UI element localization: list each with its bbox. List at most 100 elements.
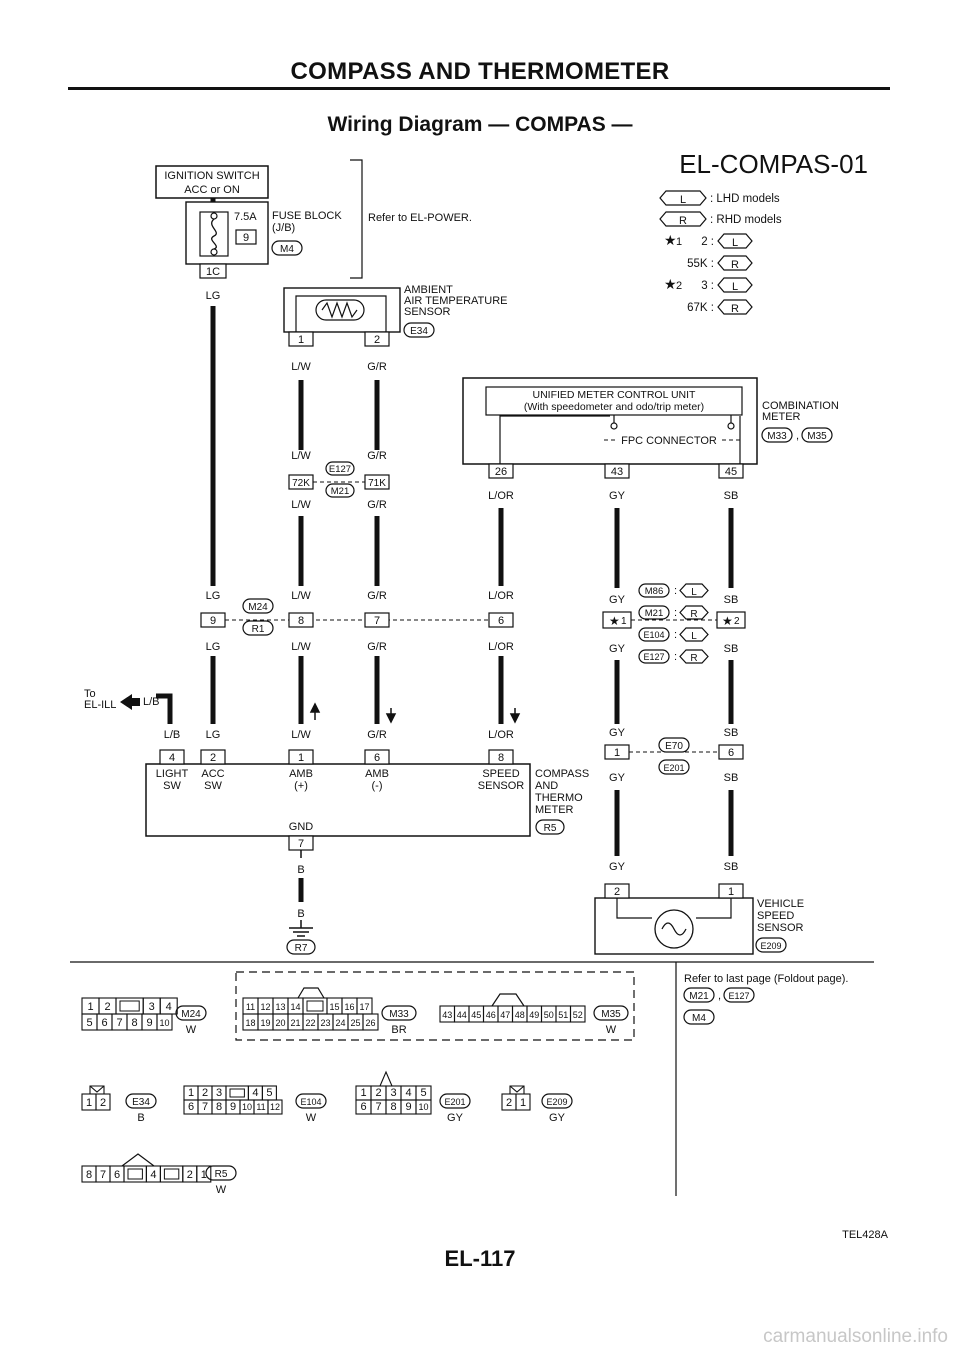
svg-text::: : [674, 585, 677, 597]
r5-lock [127, 1168, 143, 1180]
svg-text:6: 6 [374, 752, 380, 764]
svg-text:L/W: L/W [291, 590, 311, 602]
svg-text:LG: LG [206, 590, 221, 602]
svg-text:R: R [690, 653, 697, 664]
svg-text:R1: R1 [252, 624, 265, 635]
svg-text:Refer to last page (Foldout pa: Refer to last page (Foldout page). [684, 973, 848, 985]
m35-pin [569, 1005, 586, 1023]
svg-text:E127: E127 [643, 652, 664, 662]
svg-text:E201: E201 [663, 763, 684, 773]
svg-text:6: 6 [728, 747, 734, 759]
m24-pin-label: 8 [131, 1017, 137, 1029]
connector-color: W [216, 1184, 227, 1196]
legend-note-2: ★ 2 3 : L 67K : R [664, 276, 753, 315]
svg-text::: : [674, 651, 677, 663]
e201-pin-label: 9 [405, 1101, 411, 1113]
svg-text:GY: GY [609, 727, 626, 739]
svg-text:L: L [691, 631, 697, 642]
joint-connector-e70-e201: 1 6 E70 E201 [604, 737, 744, 775]
r5-pin-label: 8 [86, 1169, 92, 1181]
svg-text:E209: E209 [760, 941, 781, 951]
e34-latch [89, 1085, 105, 1094]
e201-pin-label: 7 [375, 1101, 381, 1113]
e104-pin [267, 1099, 283, 1115]
e201-pin-label: 2 [375, 1087, 381, 1099]
svg-text:E104: E104 [643, 630, 664, 640]
svg-text:AND: AND [535, 780, 558, 792]
e104-lock [229, 1088, 245, 1098]
svg-text:R: R [690, 609, 697, 620]
svg-text:AMB: AMB [289, 768, 313, 780]
svg-text:LIGHT: LIGHT [156, 768, 189, 780]
e201-pin-label: 1 [360, 1087, 366, 1099]
e209-latch [509, 1085, 525, 1094]
m33-pin-label: 17 [359, 1002, 369, 1012]
svg-text:L/W: L/W [291, 450, 311, 462]
connector-label-m35 [593, 1005, 629, 1021]
e104-pin-label: 1 [188, 1087, 194, 1099]
svg-text:SB: SB [724, 643, 739, 655]
svg-text:6: 6 [498, 615, 504, 627]
svg-text:★: ★ [664, 276, 677, 292]
e201-pin-label: 3 [390, 1087, 396, 1099]
svg-text:L/W: L/W [291, 361, 311, 373]
svg-text:L/OR: L/OR [488, 641, 514, 653]
svg-text:2: 2 [734, 616, 740, 627]
m35-pin-label: 46 [486, 1010, 496, 1020]
r5-cavity [159, 1165, 184, 1183]
svg-text:M21: M21 [645, 608, 663, 619]
m24-pin [156, 1013, 173, 1031]
e104-pin-label: 2 [202, 1087, 208, 1099]
svg-text:8: 8 [298, 615, 304, 627]
svg-text:M33: M33 [767, 431, 787, 442]
svg-text:71K: 71K [368, 478, 386, 489]
svg-text:(With speedometer and odo/trip: (With speedometer and odo/trip meter) [524, 401, 704, 413]
e201-latch [379, 1070, 393, 1087]
wires [156, 198, 734, 902]
svg-text:SW: SW [163, 780, 181, 792]
svg-text:G/R: G/R [367, 641, 387, 653]
m24-pin-label: 2 [104, 1001, 110, 1013]
m33-pin-label: 13 [275, 1002, 285, 1012]
svg-text:GY: GY [609, 643, 626, 655]
m35-pin-label: 50 [544, 1010, 554, 1020]
e34-pin-label: 2 [100, 1097, 106, 1109]
svg-text:THERMO: THERMO [535, 792, 583, 804]
watermark: carmanualsonline.info [763, 1326, 948, 1347]
title-rule [68, 87, 890, 90]
e104-pin-label: 8 [216, 1101, 222, 1113]
svg-text:GY: GY [609, 490, 626, 502]
connector-color: B [137, 1112, 144, 1124]
m33-pin-label: 24 [335, 1018, 345, 1028]
svg-text:COMBINATION: COMBINATION [762, 400, 839, 412]
svg-text:GY: GY [609, 594, 626, 606]
svg-text:72K: 72K [292, 478, 310, 489]
svg-text:1: 1 [298, 334, 304, 346]
m35-pin-label: 48 [515, 1010, 525, 1020]
e201-pin-label: 6 [360, 1101, 366, 1113]
m24-pin-label: 1 [87, 1001, 93, 1013]
svg-text:8: 8 [498, 752, 504, 764]
m35-pin-label: 43 [442, 1010, 452, 1020]
figure-code: TEL428A [842, 1229, 889, 1241]
m24-pin-label: 6 [101, 1017, 107, 1029]
svg-text:LG: LG [206, 290, 221, 302]
connector-color: GY [447, 1112, 464, 1124]
svg-text:SPEED: SPEED [482, 768, 519, 780]
svg-text:55K :: 55K : [687, 258, 714, 270]
connector-label-r5 [205, 1165, 237, 1181]
e104-pin-label: 11 [256, 1102, 265, 1112]
r5-pin-label: 6 [114, 1169, 120, 1181]
m33-pin-label: 11 [246, 1002, 255, 1012]
connector-label-m33 [381, 1005, 417, 1021]
svg-text:R: R [679, 215, 687, 227]
svg-text:AMBIENT: AMBIENT [404, 284, 453, 296]
svg-text:9: 9 [210, 615, 216, 627]
svg-text:R5: R5 [544, 823, 557, 834]
m35-pin-label: 45 [471, 1010, 481, 1020]
svg-text:R: R [731, 303, 739, 315]
svg-text:M4: M4 [280, 244, 294, 255]
svg-text:R7: R7 [295, 943, 308, 954]
svg-text:ACC: ACC [201, 768, 224, 780]
svg-text:4: 4 [169, 752, 175, 764]
